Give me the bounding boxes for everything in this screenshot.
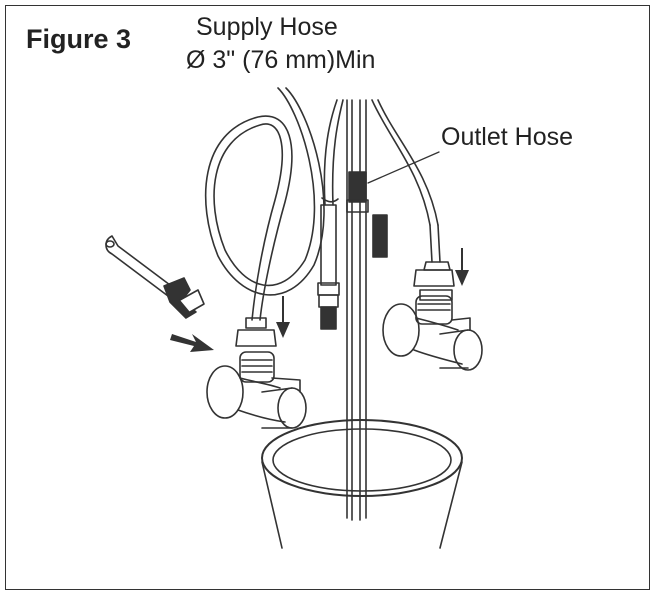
wrench-icon	[105, 235, 205, 319]
down-arrow-icons	[276, 248, 469, 338]
left-hose-nut	[235, 317, 277, 347]
figure-title: Figure 3	[26, 24, 132, 54]
background-hoses	[321, 99, 439, 226]
faucet-pipes	[346, 99, 367, 521]
left-angle-valve	[206, 351, 307, 429]
right-angle-valve	[382, 295, 483, 371]
supply-hose	[204, 87, 325, 321]
outlet-hose-leader-line	[367, 151, 440, 184]
pointer-arrow-icon	[170, 334, 214, 352]
figure-frame	[5, 5, 650, 590]
outlet-hose-connector	[346, 171, 388, 258]
supply-hose-label: Supply Hose	[196, 13, 338, 41]
left-hose-connector	[317, 204, 340, 330]
bucket-illustration	[261, 419, 463, 549]
right-hose-nut	[413, 269, 455, 301]
supply-hose-diameter-label: Ø 3" (76 mm)Min	[186, 46, 376, 74]
right-supply-hose	[423, 224, 451, 271]
outlet-hose-label: Outlet Hose	[441, 123, 574, 151]
